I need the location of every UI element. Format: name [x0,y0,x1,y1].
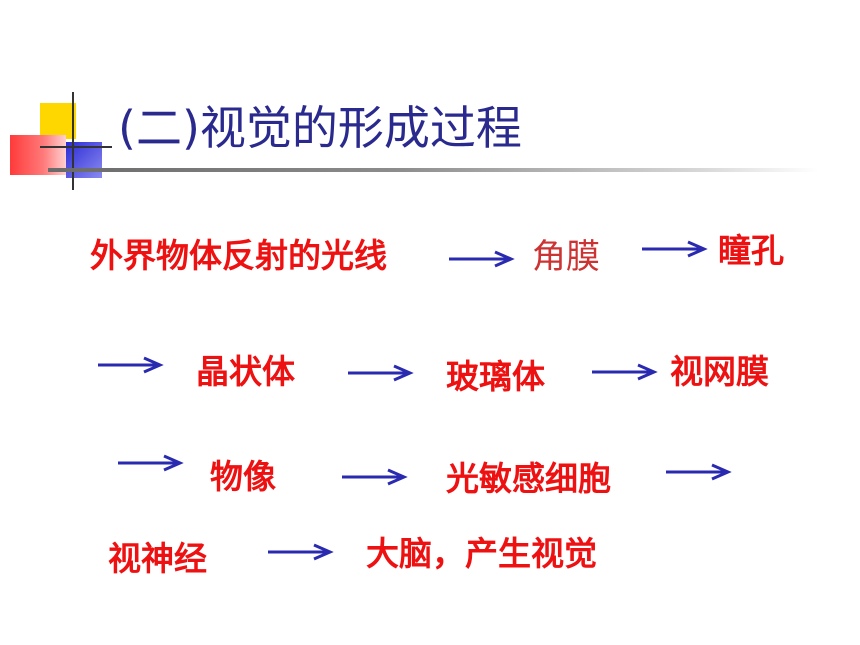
arrow-right-icon [118,454,184,472]
arrow-right-icon [642,240,708,258]
arrow-right-icon [449,250,515,268]
decor-horizontal-line [40,146,112,148]
arrow-right-icon [342,468,408,486]
arrow-right-icon [592,363,658,381]
arrow-right-icon [348,364,414,382]
arrow-right-icon [666,463,732,481]
step-external-light: 外界物体反射的光线 [90,236,387,275]
title-underline [48,168,818,172]
step-optic-nerve: 视神经 [108,539,207,578]
step-pupil: 瞳孔 [718,231,784,270]
slide-title: (二)视觉的形成过程 [118,101,522,155]
step-brain: 大脑，产生视觉 [366,534,597,573]
arrow-right-icon [268,543,334,561]
step-lens: 晶状体 [196,352,295,391]
step-cornea: 角膜 [532,237,600,277]
step-photoreceptor: 光敏感细胞 [446,459,611,498]
arrow-right-icon [98,356,164,374]
decor-vertical-line [72,92,74,190]
step-retina: 视网膜 [670,352,769,391]
decor-yellow-square [40,103,76,139]
step-image: 物像 [210,457,276,496]
step-vitreous: 玻璃体 [446,357,545,396]
